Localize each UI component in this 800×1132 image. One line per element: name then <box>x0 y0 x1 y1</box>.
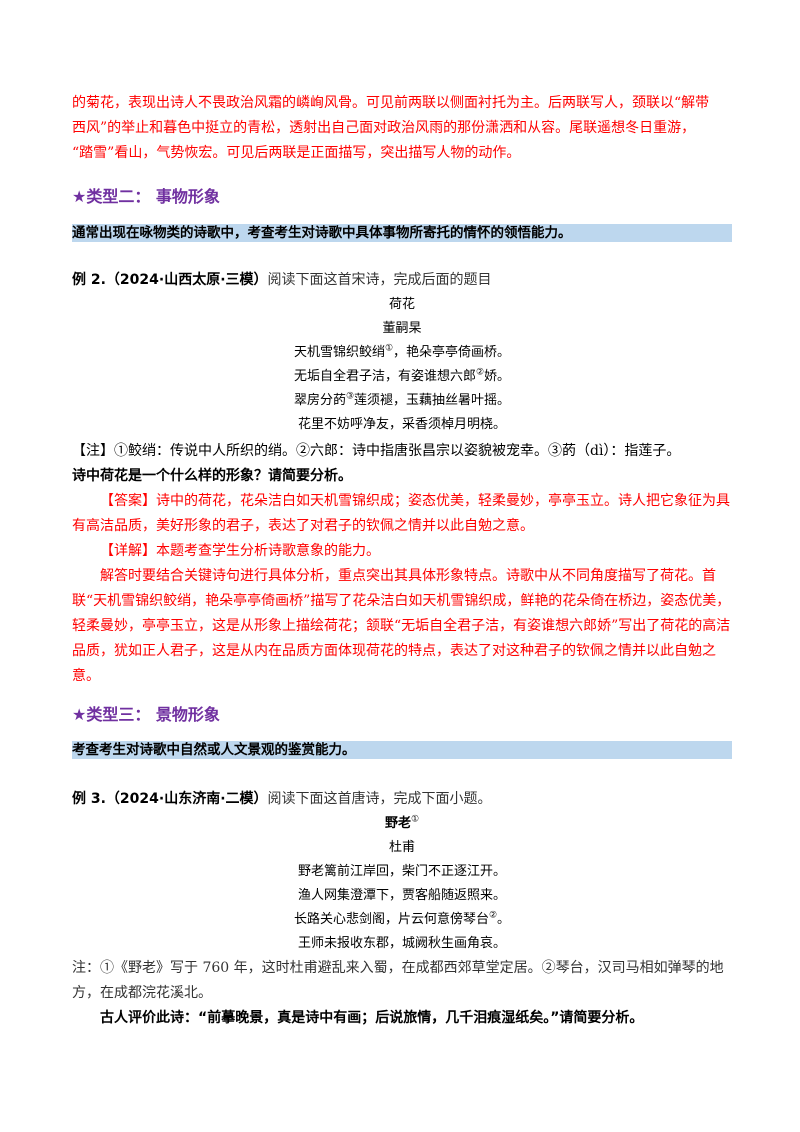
example3-question: 古人评价此诗：“前摹晚景，真是诗中有画；后说旅情，几千泪痕湿纸矣。”请简要分析。 <box>100 1010 644 1026</box>
poem-line: 王师未报收东郡，城阙秋生画角哀。 <box>297 936 506 951</box>
poem-author: 杜甫 <box>388 840 415 855</box>
poem-line: 翠房分菂③莲须褪，玉藕抽丝暑叶摇。 <box>293 391 511 408</box>
type3-description: 考查考生对诗歌中自然或人文景观的鉴赏能力。 <box>72 741 732 759</box>
type3-heading: ★类型三： 景物形象 <box>72 705 220 724</box>
text-line: 西风”的举止和暮色中挺立的青松，透射出自己面对政治风雨的那份潇洒和从容。尾联遥想… <box>72 120 696 136</box>
example2-prompt: 阅读下面这首宋诗，完成后面的题目 <box>267 272 492 288</box>
type2-heading: ★类型二： 事物形象 <box>72 187 220 206</box>
example2-answer: 【答案】诗中的荷花，花朵洁白如天机雪锦织成；姿态优美，轻柔曼妙，亭亭玉立。诗人把… <box>72 493 730 534</box>
type2-description: 通常出现在咏物类的诗歌中，考查考生对诗歌中具体事物所寄托的情怀的领悟能力。 <box>72 224 732 242</box>
poem-line: 花里不妨呼净友，采香须棹月明桡。 <box>297 417 506 432</box>
document-page: 的菊花，表现出诗人不畏政治风霜的嶙峋风骨。可见前两联以侧面衬托为主。后两联写人，… <box>72 91 732 1026</box>
poem-line: 长路关心悲剑阁，片云何意傍琴台②。 <box>293 910 511 927</box>
poem-author: 董嗣杲 <box>382 321 422 336</box>
text-line: “踏雪”看山，气势恢宏。可见后两联是正面描写，突出描写人物的动作。 <box>72 145 521 161</box>
poem-line: 渔人网集澄潭下，贾客船随返照来。 <box>297 888 506 903</box>
example2-note: 【注】①鲛绡：传说中人所织的绡。②六郎：诗中指唐张昌宗以姿貌被宠幸。③菂（dì）… <box>72 443 681 459</box>
poem-heyhua: 荷花 董嗣杲 天机雪锦织鲛绡①，艳朵亭亭倚画桥。 无垢自全君子洁，有姿谁想六郎②… <box>72 293 732 437</box>
poem-line: 天机雪锦织鲛绡①，艳朵亭亭倚画桥。 <box>293 343 511 360</box>
poem-yelao: 野老① 杜甫 野老篱前江岸回，柴门不正逐江开。 渔人网集澄潭下，贾客船随返照来。… <box>72 812 732 956</box>
example3-prompt: 阅读下面这首唐诗，完成下面小题。 <box>267 791 492 807</box>
previous-analysis-continued: 的菊花，表现出诗人不畏政治风霜的嶙峋风骨。可见前两联以侧面衬托为主。后两联写人，… <box>72 91 732 166</box>
example3-intro: 例 3.（2024·山东济南·二模）阅读下面这首唐诗，完成下面小题。 <box>72 787 732 812</box>
poem-line: 无垢自全君子洁，有姿谁想六郎②娇。 <box>293 367 511 384</box>
poem-title: 荷花 <box>388 297 415 312</box>
example2-question: 诗中荷花是一个什么样的形象？请简要分析。 <box>72 468 352 484</box>
example2-label: 例 2.（2024·山西太原·三模） <box>72 272 268 288</box>
poem-line: 野老篱前江岸回，柴门不正逐江开。 <box>297 864 506 879</box>
example2-detail-label: 【详解】本题考查学生分析诗歌意象的能力。 <box>100 543 380 559</box>
example2-intro: 例 2.（2024·山西太原·三模）阅读下面这首宋诗，完成后面的题目 <box>72 268 732 293</box>
example2-detail-body: 解答时要结合关键诗句进行具体分析，重点突出其具体形象特点。诗歌中从不同角度描写了… <box>72 568 731 684</box>
example3-note: 注：①《野老》写于 760 年，这时杜甫避乱来入蜀，在成都西郊草堂定居。②琴台，… <box>72 960 724 1001</box>
example3-label: 例 3.（2024·山东济南·二模） <box>72 791 268 807</box>
poem-title: 野老① <box>384 814 420 831</box>
text-line: 的菊花，表现出诗人不畏政治风霜的嶙峋风骨。可见前两联以侧面衬托为主。后两联写人，… <box>72 95 710 111</box>
